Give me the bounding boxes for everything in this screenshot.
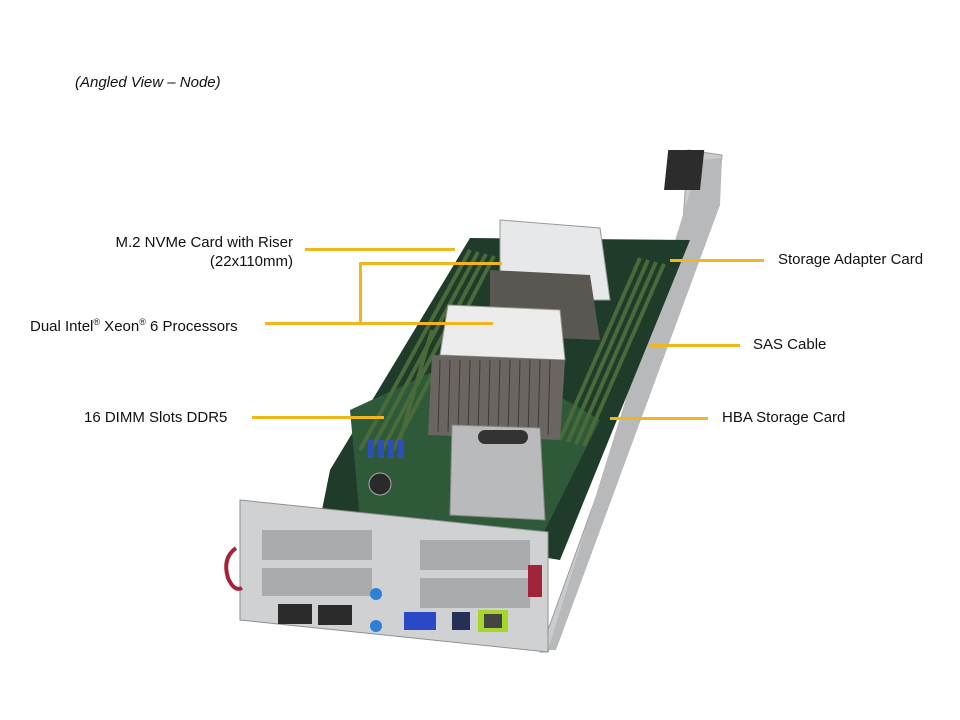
m2-nvme-label: M.2 NVMe Card with Riser (22x110mm): [115, 234, 293, 270]
m2-leader-line: [305, 248, 455, 251]
hba-label: HBA Storage Card: [722, 409, 846, 426]
storage-adapter-leader-line: [670, 259, 764, 262]
dimm-leader-line: [252, 416, 384, 419]
dimm-label: 16 DIMM Slots DDR5: [84, 409, 228, 426]
sas-cable-leader-line: [650, 344, 740, 347]
cpu-leader-bottom: [265, 322, 493, 325]
cpu-leader-top: [360, 262, 502, 265]
hba-leader-line: [610, 417, 708, 420]
cpu-leader-vertical: [359, 262, 362, 324]
sas-cable-label: SAS Cable: [753, 336, 827, 353]
figure-caption: (Angled View – Node): [75, 74, 221, 91]
storage-adapter-label: Storage Adapter Card: [778, 251, 924, 268]
cpu-label: Dual Intel® Xeon® 6 Processors: [30, 317, 238, 335]
